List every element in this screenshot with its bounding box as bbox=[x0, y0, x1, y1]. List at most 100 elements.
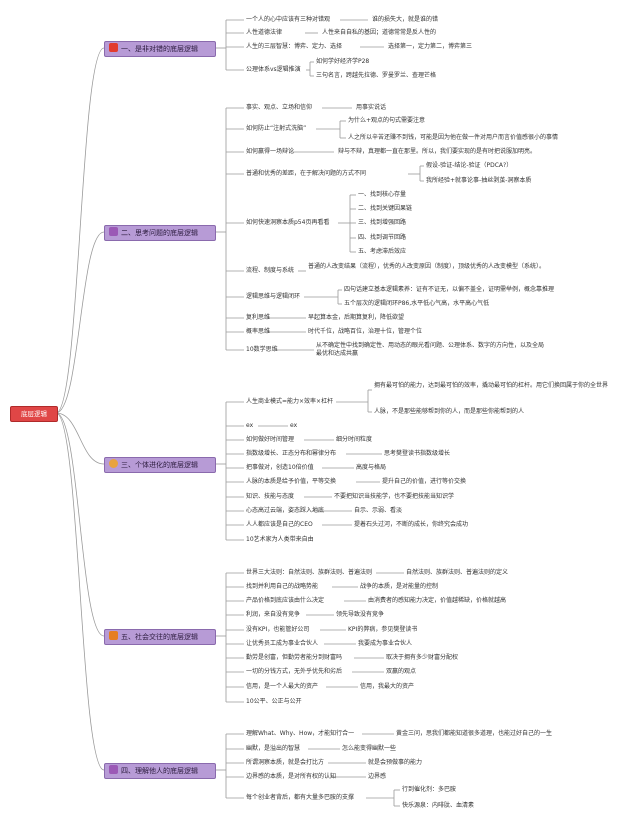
subtopic-node[interactable]: 从不确定性中找到确定性、用动态的眼光看问题、公理体系、数字的方向性，以及全局最优… bbox=[316, 342, 545, 357]
subtopic-node[interactable]: 黄金三问，思我们都能知道很多道理，也能过好自己的一生 bbox=[396, 730, 553, 737]
subtopic-node[interactable]: 怎么能变得幽默一些 bbox=[342, 745, 397, 752]
topic-node[interactable]: 幽默，是溢出的智慧 bbox=[246, 745, 301, 752]
subtopic-node[interactable]: 五个层次的逻辑闭环P86,水平低心气高，水平高心气低 bbox=[344, 300, 490, 307]
branch-4-node[interactable]: 四、理解他人的底层逻辑 bbox=[104, 763, 216, 779]
topic-node[interactable]: 找到并利用自己的战略势能 bbox=[246, 583, 319, 590]
topic-node[interactable]: 边界感的本质，是对所有权的认知 bbox=[246, 773, 337, 780]
subtopic-node[interactable]: 提升自己的价值，进行等价交换 bbox=[382, 478, 467, 485]
subtopic-node[interactable]: 细分时间粒度 bbox=[336, 436, 373, 443]
topic-node[interactable]: 人生商业模式=能力×效率×杠杆 bbox=[246, 398, 334, 405]
branch-5-node[interactable]: 五、社会交往的底层逻辑 bbox=[104, 629, 216, 645]
subtopic-node[interactable]: 三句名言，跨越先拉德、罗曼罗兰、查理芒格 bbox=[316, 72, 437, 79]
subtopic-node[interactable]: 领先导致没有竞争 bbox=[336, 611, 385, 618]
subtopic-node[interactable]: 辩与不辩，真理都一直在那里。所以，我们要实现的是有时把说服加明亮。 bbox=[338, 148, 537, 155]
topic-node[interactable]: 如何赢得一场辩论 bbox=[246, 148, 295, 155]
topic-node[interactable]: 普通和优秀的差距，在于解决问题的方式不同 bbox=[246, 170, 367, 177]
topic-node[interactable]: 流程、制度与系统 bbox=[246, 267, 295, 274]
subtopic-node[interactable]: 四、找到调节回路 bbox=[358, 234, 407, 241]
topic-node[interactable]: 一个人的心中应该有三种对错观 bbox=[246, 16, 331, 23]
subtopic-node[interactable]: 人性来自自私的基因；道德常常是反人性的 bbox=[322, 29, 437, 36]
topic-node[interactable]: 10艺术家为人类带来自由 bbox=[246, 536, 314, 543]
topic-node[interactable]: 所谓洞察本质，就是会打比方 bbox=[246, 759, 325, 766]
subtopic-node[interactable]: 取决于拥有多少财富分配权 bbox=[386, 654, 459, 661]
topic-node[interactable]: 10公平、公正与公开 bbox=[246, 698, 302, 705]
topic-node[interactable]: 如何快速洞察本质p54页再看看 bbox=[246, 219, 330, 226]
subtopic-node[interactable]: 我所经验+就事论事-抽丝剥茧-洞察本质 bbox=[426, 177, 532, 184]
subtopic-node[interactable]: 拥有最可怕的能力，达到最可怕的效率，撬动最可怕的杠杆。用它们换回属于你的全世界 bbox=[374, 382, 609, 389]
topic-node[interactable]: 事实、观点、立场和信仰 bbox=[246, 104, 313, 111]
purple-square-icon bbox=[109, 227, 118, 236]
subtopic-node[interactable]: ex bbox=[290, 422, 298, 429]
orange-square-icon bbox=[109, 631, 118, 640]
topic-node[interactable]: 知识、技能与态度 bbox=[246, 493, 295, 500]
subtopic-node[interactable]: 由消费者的感知能力决定，价值越稀缺，价格就越高 bbox=[368, 597, 507, 604]
branch-5-label: 五、社会交往的底层逻辑 bbox=[121, 633, 198, 641]
topic-node[interactable]: 指数级增长、正态分布和幂律分布 bbox=[246, 450, 337, 457]
subtopic-node[interactable]: 三、找到增强回路 bbox=[358, 219, 407, 226]
subtopic-node[interactable]: KPI的弊病，参见樊登读书 bbox=[348, 626, 418, 633]
topic-node[interactable]: 心态高过云端，姿态踩入地底 bbox=[246, 507, 325, 514]
topic-node[interactable]: 利润，来自没有竞争 bbox=[246, 611, 301, 618]
subtopic-node[interactable]: 双赢的观点 bbox=[386, 668, 417, 675]
subtopic-node[interactable]: 人脉，不是那些能够帮到你的人，而是那些你能帮到的人 bbox=[374, 408, 525, 415]
subtopic-node[interactable]: 一、找到核心存量 bbox=[358, 191, 407, 198]
topic-node[interactable]: 复利思维 bbox=[246, 314, 271, 321]
branch-3-node[interactable]: 三、个体进化的底层逻辑 bbox=[104, 457, 216, 473]
subtopic-node[interactable]: 信用，我最大的资产 bbox=[360, 683, 415, 690]
topic-node[interactable]: 信用，是一个人最大的资产 bbox=[246, 683, 319, 690]
topic-node[interactable]: 人生的三层智慧：博弈、定力、选择 bbox=[246, 43, 343, 50]
subtopic-node[interactable]: 人之所以辛苦还赚不到钱，可能是因为他在做一件对用户而言价值感很小的事情 bbox=[348, 134, 559, 141]
subtopic-node[interactable]: 我要成为事业合伙人 bbox=[358, 640, 413, 647]
purple-square-icon bbox=[109, 765, 118, 774]
orange-circle-icon bbox=[109, 459, 118, 468]
subtopic-node[interactable]: 边界感 bbox=[368, 773, 387, 780]
topic-node[interactable]: 如何防止“注射式洗脑” bbox=[246, 125, 307, 132]
topic-node[interactable]: 没有KPI，也能管好公司 bbox=[246, 626, 310, 633]
topic-node[interactable]: 一切的分钱方式，无外乎优先和劣后 bbox=[246, 668, 343, 675]
subtopic-node[interactable]: 不要把知识当技能学，也不要把技能当知识学 bbox=[334, 493, 455, 500]
subtopic-node[interactable]: 五、考虑滞后效应 bbox=[358, 248, 407, 255]
subtopic-node[interactable]: 行到催化剂：多巴胺 bbox=[402, 786, 457, 793]
topic-node[interactable]: 世界三大法则：自然法则、族群法则、普遍法则 bbox=[246, 569, 373, 576]
branch-1-node[interactable]: 一、是非对错的底层逻辑 bbox=[104, 41, 216, 57]
topic-node[interactable]: ex bbox=[246, 422, 254, 429]
branch-1-label: 一、是非对错的底层逻辑 bbox=[121, 45, 198, 53]
subtopic-node[interactable]: 战争的本质，是对能量的控制 bbox=[360, 583, 439, 590]
subtopic-node[interactable]: 假设-验证-结论-验证（PDCA?） bbox=[426, 162, 513, 169]
topic-node[interactable]: 勤劳是创富，但勤劳者能分到财富吗 bbox=[246, 654, 343, 661]
subtopic-node[interactable]: 为什么+观点的句式需要注意 bbox=[348, 117, 426, 124]
branch-2-node[interactable]: 二、思考问题的底层逻辑 bbox=[104, 225, 216, 241]
topic-node[interactable]: 公理体系vs逻辑推演 bbox=[246, 66, 301, 73]
subtopic-node[interactable]: 时代千位，战略百位，治理十位，管理个位 bbox=[308, 328, 423, 335]
topic-node[interactable]: 理解What、Why、How，才能知行合一 bbox=[246, 730, 355, 737]
subtopic-node[interactable]: 高度与格局 bbox=[356, 464, 387, 471]
subtopic-node[interactable]: 二、找到关键因果链 bbox=[358, 205, 413, 212]
topic-node[interactable]: 让优秀员工成为事业合伙人 bbox=[246, 640, 319, 647]
topic-node[interactable]: 人性道德法律 bbox=[246, 29, 283, 36]
branch-2-label: 二、思考问题的底层逻辑 bbox=[121, 229, 198, 237]
subtopic-node[interactable]: 思考樊登读书指数级增长 bbox=[384, 450, 451, 457]
topic-node[interactable]: 人人都应该是自己的CEO bbox=[246, 521, 313, 528]
subtopic-node[interactable]: 提着石头过河，不断的成长，你终究会成功 bbox=[354, 521, 469, 528]
topic-node[interactable]: 概率思维 bbox=[246, 328, 271, 335]
root-node[interactable]: 底层逻辑 bbox=[10, 406, 58, 422]
subtopic-node[interactable]: 自示、示弱、看淡 bbox=[354, 507, 403, 514]
subtopic-node[interactable]: 自然法则、族群法则、普遍法则的定义 bbox=[406, 569, 509, 576]
topic-node[interactable]: 10数学思维 bbox=[246, 346, 278, 353]
subtopic-node[interactable]: 早起算本金，后期算复利，降低欲望 bbox=[308, 314, 405, 321]
subtopic-node[interactable]: 谁的损失大，就是谁的错 bbox=[372, 16, 439, 23]
subtopic-node[interactable]: 如何学好经济学P28 bbox=[316, 58, 370, 65]
topic-node[interactable]: 人脉的本质是给予价值，平等交换 bbox=[246, 478, 337, 485]
topic-node[interactable]: 如何做好时间管理 bbox=[246, 436, 295, 443]
subtopic-node[interactable]: 快乐源泉：内啡肽、血清素 bbox=[402, 802, 475, 809]
subtopic-node[interactable]: 四句话建立基本逻辑素养：证有不证无，以偏不盖全，证明需举例，概念靠推理 bbox=[344, 286, 555, 293]
topic-node[interactable]: 产品价格到底应该由什么决定 bbox=[246, 597, 325, 604]
subtopic-node[interactable]: 选择第一，定力第二，博弈第三 bbox=[388, 43, 473, 50]
topic-node[interactable]: 把事做对，创造10倍价值 bbox=[246, 464, 314, 471]
subtopic-node[interactable]: 用事实说话 bbox=[356, 104, 387, 111]
subtopic-node[interactable]: 普通的人改变结果（流程），优秀的人改变原因（制度），顶级优秀的人改变模型（系统）… bbox=[308, 263, 546, 270]
subtopic-node[interactable]: 就是会预做事的能力 bbox=[368, 759, 423, 766]
topic-node[interactable]: 逻辑思维与逻辑闭环 bbox=[246, 293, 301, 300]
topic-node[interactable]: 每个创业者背后，都有大量多巴胺的支撑 bbox=[246, 794, 355, 801]
